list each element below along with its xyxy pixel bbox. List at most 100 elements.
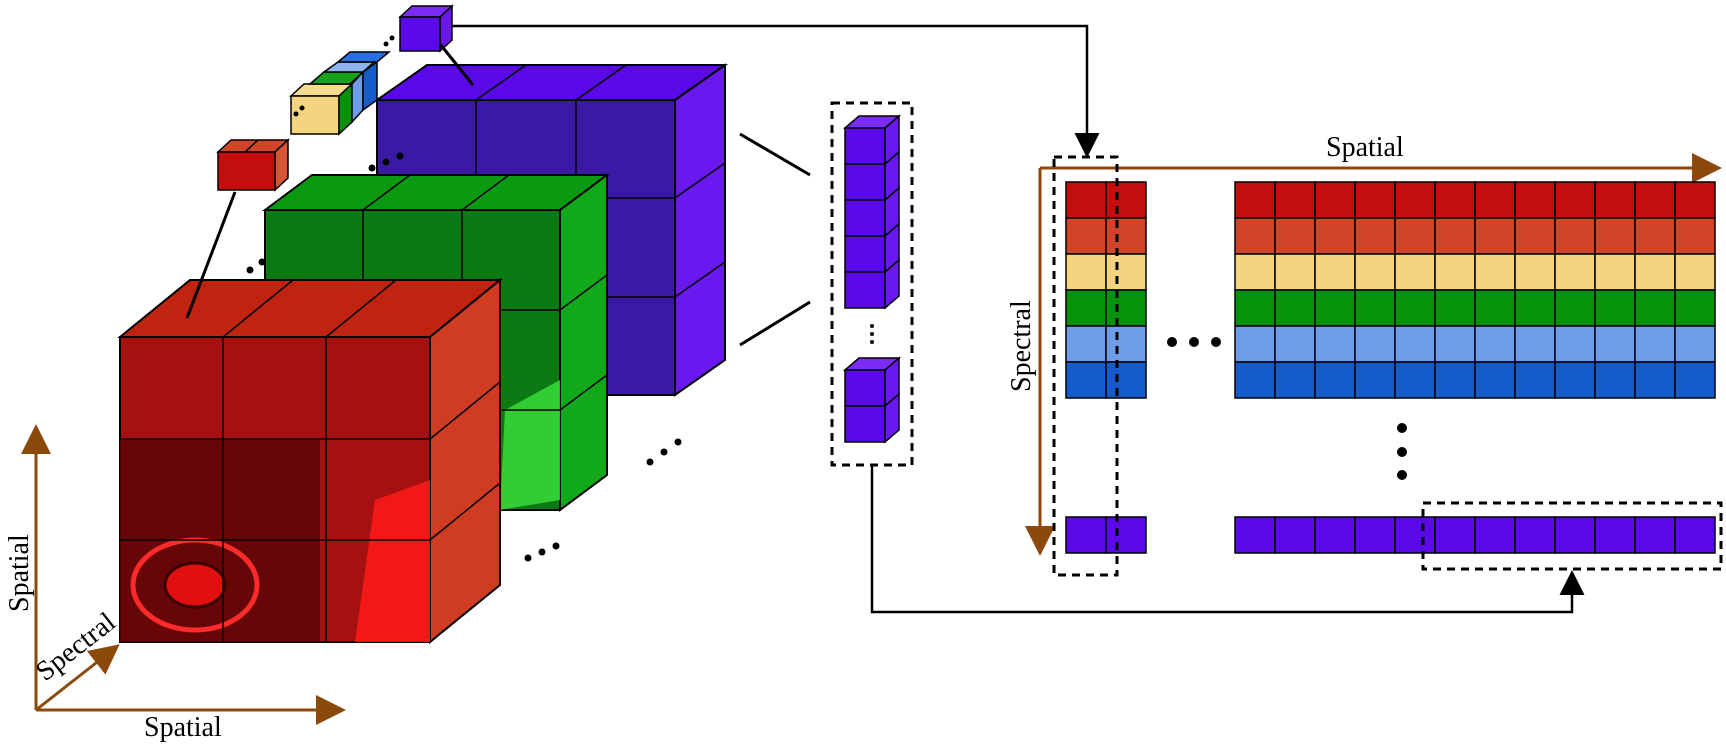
matrix-cell bbox=[1674, 181, 1716, 219]
matrix-cell bbox=[1554, 289, 1596, 327]
left-axis-horizontal-label: Spatial bbox=[144, 712, 222, 743]
matrix-cell bbox=[1105, 325, 1147, 363]
small-cube-blue-side bbox=[362, 60, 378, 112]
matrix-cell bbox=[1474, 181, 1516, 219]
matrix-cell bbox=[1065, 325, 1107, 363]
matrix-cell bbox=[1674, 325, 1716, 363]
matrix-cell bbox=[1634, 181, 1676, 219]
matrix-column-highlight bbox=[1052, 155, 1119, 577]
matrix-cell bbox=[1674, 361, 1716, 399]
matrix-cell bbox=[1554, 217, 1596, 255]
matrix-cell bbox=[1674, 217, 1716, 255]
matrix-cell bbox=[1434, 325, 1476, 363]
matrix-cell-violet bbox=[1674, 516, 1716, 554]
cube-red-side bbox=[429, 277, 501, 645]
matrix-cell bbox=[1314, 325, 1356, 363]
matrix-cell bbox=[1394, 217, 1436, 255]
cube-violet-top bbox=[373, 64, 729, 101]
left-axis-vertical-label: Spatial bbox=[4, 534, 35, 612]
matrix-cell bbox=[1234, 325, 1276, 363]
spectral-vector-cell bbox=[844, 127, 886, 165]
matrix-cell-violet bbox=[1065, 516, 1107, 554]
matrix-cell bbox=[1594, 361, 1636, 399]
connector-arrow-bottom bbox=[870, 465, 1585, 614]
small-cube-yellow-front bbox=[290, 95, 340, 135]
matrix-cell bbox=[1274, 253, 1316, 291]
left-axis-depth-label: Spectral bbox=[30, 606, 122, 687]
matrix-cell bbox=[1554, 253, 1596, 291]
matrix-cell bbox=[1634, 289, 1676, 327]
left-axis-depth bbox=[35, 644, 120, 712]
matrix-cell bbox=[1394, 325, 1436, 363]
spectral-vector-cell-side bbox=[884, 258, 900, 310]
matrix-cell bbox=[1674, 289, 1716, 327]
cube-red bbox=[117, 277, 503, 645]
matrix-cell bbox=[1105, 361, 1147, 399]
matrix-cell bbox=[1234, 217, 1276, 255]
spectral-vector-cell bbox=[844, 163, 886, 201]
matrix-cell bbox=[1234, 253, 1276, 291]
spectral-vector-cell bbox=[844, 199, 886, 237]
cube-stack-ellipsis bbox=[246, 152, 682, 562]
matrix-cell bbox=[1514, 361, 1556, 399]
matrix-cell bbox=[1105, 289, 1147, 327]
cube-green-side bbox=[559, 173, 608, 512]
matrix-right-block bbox=[1234, 181, 1716, 554]
matrix-cell bbox=[1354, 253, 1396, 291]
small-cube-red-front bbox=[217, 151, 276, 191]
spectral-vector-cell-side bbox=[884, 392, 900, 444]
matrix-cell bbox=[1434, 289, 1476, 327]
matrix-cell-violet bbox=[1594, 516, 1636, 554]
matrix-cell bbox=[1634, 361, 1676, 399]
matrix-cell-violet bbox=[1274, 516, 1316, 554]
spectral-pixel-cubes bbox=[216, 4, 454, 192]
matrix-left-block bbox=[1065, 181, 1147, 554]
matrix-cell bbox=[1314, 217, 1356, 255]
matrix-cell-violet bbox=[1105, 516, 1147, 554]
matrix-cell bbox=[1474, 289, 1516, 327]
matrix-cell bbox=[1514, 217, 1556, 255]
matrix-cell bbox=[1594, 253, 1636, 291]
matrix-cell-violet bbox=[1514, 516, 1556, 554]
matrix-cell bbox=[1634, 325, 1676, 363]
cube-green-highlight bbox=[500, 380, 560, 510]
spectral-vector-stack bbox=[830, 101, 914, 467]
matrix-cell bbox=[1394, 253, 1436, 291]
cube-violet-side bbox=[674, 63, 726, 397]
matrix-cell bbox=[1314, 289, 1356, 327]
matrix-cell bbox=[1274, 325, 1316, 363]
spectral-vector-cell bbox=[844, 369, 886, 407]
matrix-cell bbox=[1554, 181, 1596, 219]
cube-red-dark-region bbox=[120, 440, 320, 642]
matrix-cell bbox=[1634, 253, 1676, 291]
small-cube-violet-front bbox=[399, 16, 441, 52]
matrix-cell bbox=[1274, 217, 1316, 255]
matrix-cell-violet bbox=[1474, 516, 1516, 554]
matrix-cell bbox=[1434, 361, 1476, 399]
matrix-cell bbox=[1274, 361, 1316, 399]
matrix-cell bbox=[1354, 181, 1396, 219]
spectral-vector-cell bbox=[844, 235, 886, 273]
matrix-cell bbox=[1554, 325, 1596, 363]
matrix-cell bbox=[1594, 289, 1636, 327]
matrix-cell bbox=[1434, 181, 1476, 219]
small-cube-ellipsis bbox=[293, 35, 395, 117]
matrix-cell-violet bbox=[1434, 516, 1476, 554]
matrix-cell bbox=[1474, 217, 1516, 255]
matrix-cell bbox=[1065, 217, 1107, 255]
matrix-cell bbox=[1554, 361, 1596, 399]
matrix-cell bbox=[1354, 325, 1396, 363]
matrix-cell bbox=[1474, 253, 1516, 291]
matrix-cell bbox=[1105, 253, 1147, 291]
matrix-cell bbox=[1514, 325, 1556, 363]
matrix-cell bbox=[1514, 289, 1556, 327]
right-axis-horizontal-label: Spatial bbox=[1326, 132, 1404, 163]
matrix-cell bbox=[1514, 253, 1556, 291]
matrix-cell bbox=[1354, 217, 1396, 255]
matrix-cell bbox=[1065, 289, 1107, 327]
matrix-cell bbox=[1065, 361, 1107, 399]
matrix-cell bbox=[1314, 361, 1356, 399]
matrix-cell bbox=[1394, 361, 1436, 399]
matrix-vertical-ellipsis bbox=[1397, 423, 1407, 480]
pixel-connector-lines bbox=[185, 43, 811, 347]
